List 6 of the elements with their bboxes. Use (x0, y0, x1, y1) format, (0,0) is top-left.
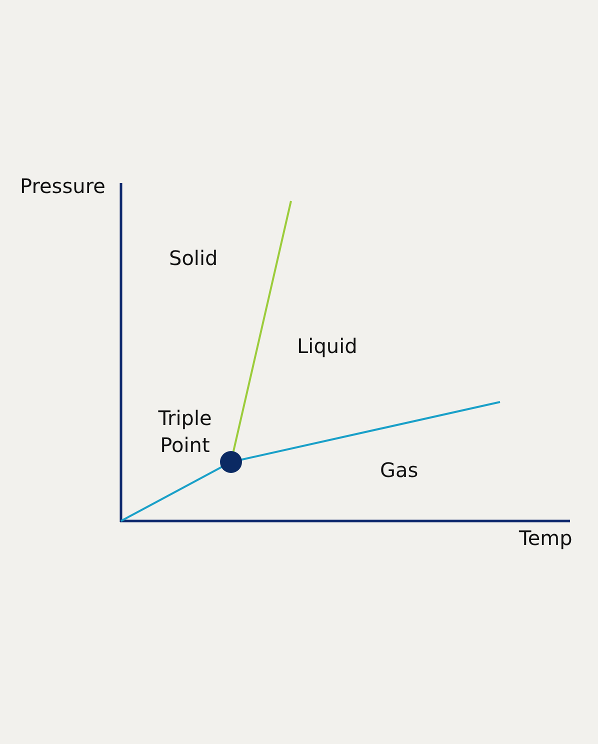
point-label: Triple Point (157, 405, 213, 459)
region-label: Gas (380, 457, 418, 484)
axis-label: Pressure (20, 173, 106, 200)
axis-label: Temp (519, 525, 572, 552)
region-label: Liquid (297, 333, 358, 360)
region-label: Solid (169, 245, 218, 272)
